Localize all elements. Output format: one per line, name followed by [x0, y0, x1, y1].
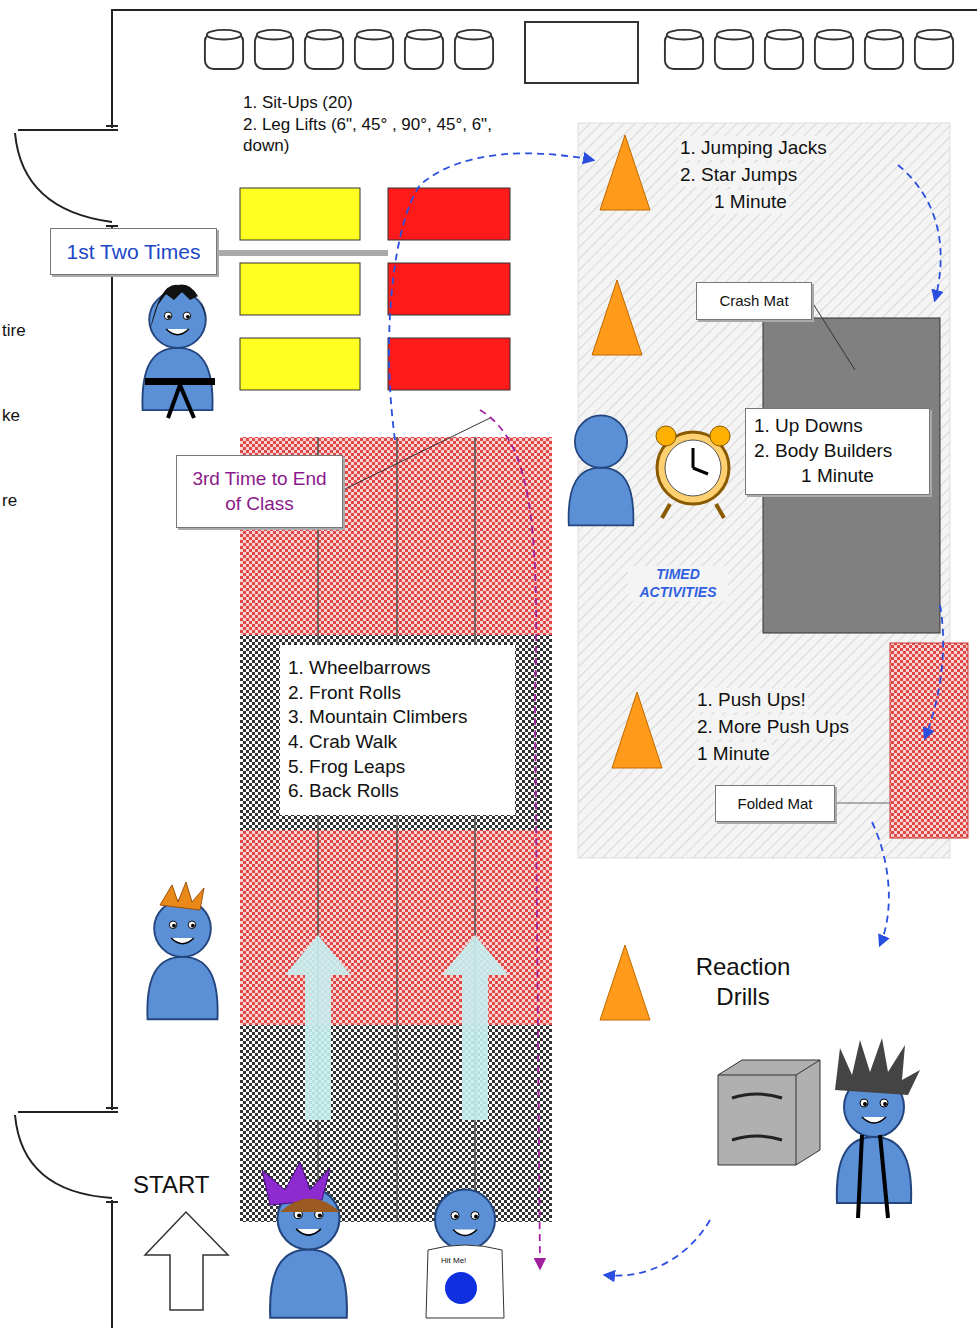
label-text: 2. Star Jumps [678, 163, 799, 187]
label-text: Reaction Drills [678, 952, 808, 1012]
node-text: 1. Up Downs [754, 414, 921, 439]
label-text: TIMED ACTIVITIES [628, 566, 728, 601]
label-text: 1 Minute [695, 742, 772, 766]
label-text: 1. Jumping Jacks [678, 136, 829, 160]
hit-me-figure [426, 1190, 504, 1319]
label-text: re [2, 490, 17, 511]
callout-box: 1. Up Downs2. Body Builders1 Minute [745, 408, 930, 495]
callout-box: 1st Two Times [50, 228, 217, 275]
label-text: 2. More Push Ups [695, 715, 851, 739]
black-belt-figure [142, 285, 215, 418]
node-text: 5. Frog Leaps [288, 755, 507, 780]
node-text: 6. Back Rolls [288, 779, 507, 804]
label-text: Hit Me! [441, 1256, 466, 1266]
purple-hair-figure [262, 1162, 347, 1318]
label-text: START [133, 1170, 209, 1200]
orange-hair-figure [147, 882, 217, 1019]
node-text: 2. Front Rolls [288, 681, 507, 706]
label-text: 1. Push Ups! [695, 688, 808, 712]
node-text: 3. Mountain Climbers [288, 705, 507, 730]
label-text: tire [2, 320, 26, 341]
label-text: 2. Leg Lifts (6", 45° , 90°, 45°, 6", do… [243, 114, 528, 157]
spiky-hair-figure [835, 1038, 920, 1218]
node-text: Crash Mat [705, 291, 803, 311]
filing-cabinet [718, 1060, 820, 1165]
node-text: 1. Wheelbarrows [288, 656, 507, 681]
label-text: 1 Minute [712, 190, 789, 214]
label-text: 1. Sit-Ups (20) [243, 92, 353, 113]
node-text: 1st Two Times [59, 238, 208, 265]
callout-box: Folded Mat [715, 785, 835, 822]
instructor-with-clock [569, 415, 730, 525]
callout-box: Crash Mat [696, 282, 812, 320]
label-text: ke [2, 405, 20, 426]
list-box: 1. Wheelbarrows2. Front Rolls3. Mountain… [280, 645, 515, 815]
node-text: 1 Minute [754, 464, 921, 489]
node-text: 3rd Time to End of Class [185, 467, 334, 516]
node-text: Folded Mat [724, 794, 826, 814]
node-text: 2. Body Builders [754, 439, 921, 464]
callout-box: 3rd Time to End of Class [176, 455, 343, 528]
node-text: 4. Crab Walk [288, 730, 507, 755]
